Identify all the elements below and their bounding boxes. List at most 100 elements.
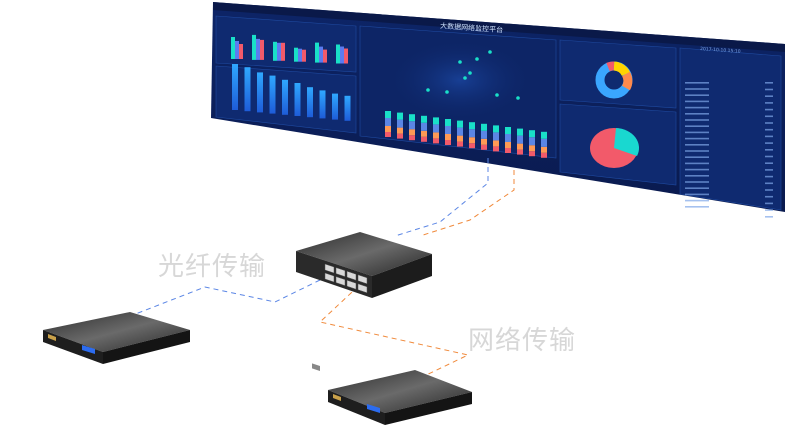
region-stacked-bars xyxy=(385,111,547,158)
region-bar-segment xyxy=(457,141,463,147)
region-bar-segment xyxy=(493,132,499,141)
region-bar-segment xyxy=(493,140,499,147)
order-bar xyxy=(256,38,260,60)
order-bar xyxy=(277,42,281,61)
map-globe xyxy=(380,35,540,125)
receiver-top xyxy=(328,370,472,413)
sfp-port xyxy=(312,363,320,371)
keyword-row xyxy=(685,100,709,103)
map-marker xyxy=(468,71,472,75)
switch-side xyxy=(372,254,432,298)
dashboard-title: 大数据网络监控平台 xyxy=(440,21,503,34)
donut-chart xyxy=(595,61,633,99)
region-bar-segment xyxy=(529,130,535,138)
region-bar-segment xyxy=(421,130,427,137)
keyword-row xyxy=(685,94,709,96)
keyword-count xyxy=(765,115,773,118)
region-bar-segment xyxy=(541,146,547,153)
region-bar-segment xyxy=(385,126,391,132)
switch-top xyxy=(296,232,432,276)
keyword-row xyxy=(685,106,709,109)
receiver-display xyxy=(367,404,380,413)
region-bar-segment xyxy=(409,114,415,122)
region-bar-segment xyxy=(505,148,511,153)
receiver-top xyxy=(43,312,190,352)
keyword-count xyxy=(765,209,773,211)
map-markers xyxy=(426,50,520,100)
keyword-row xyxy=(685,181,709,183)
keyword-count xyxy=(765,189,773,191)
pie-slice-done xyxy=(614,128,640,156)
fiber-transmission-label: 光纤传输 xyxy=(158,252,267,282)
keyword-count xyxy=(765,216,773,218)
region-bar-segment xyxy=(493,146,499,152)
keyword-count xyxy=(765,182,773,185)
keyword-count xyxy=(765,195,773,198)
switch-ports xyxy=(324,263,368,294)
order-bar xyxy=(340,46,344,64)
ethernet-port xyxy=(357,274,368,285)
ethernet-port xyxy=(324,272,335,283)
region-bar-segment xyxy=(481,130,487,139)
business-bar xyxy=(319,90,326,119)
map-marker xyxy=(458,60,462,64)
keyword-row xyxy=(685,144,709,146)
order-bar xyxy=(319,46,323,63)
donut-slice-severe xyxy=(606,61,615,72)
region-bar-segment xyxy=(469,137,475,144)
keyword-row xyxy=(685,113,709,115)
order-bar xyxy=(336,44,340,64)
keyword-row xyxy=(685,125,709,127)
keyword-count xyxy=(765,175,773,178)
order-bar xyxy=(281,42,285,61)
region-bar-segment xyxy=(481,123,487,131)
receiver-logo xyxy=(48,334,56,341)
keyword-count xyxy=(765,135,773,138)
map-marker xyxy=(475,57,479,61)
receiver-front xyxy=(328,390,385,425)
keyword-count xyxy=(765,95,773,97)
region-bar-segment xyxy=(541,152,547,158)
region-bar-segment xyxy=(385,132,391,137)
order-bar xyxy=(302,49,306,62)
region-bar-segment xyxy=(421,122,427,131)
region-bar-segment xyxy=(397,133,403,139)
keyword-row xyxy=(685,175,709,177)
keyword-row xyxy=(685,119,709,121)
business-bar xyxy=(282,79,288,115)
map-marker xyxy=(463,76,467,80)
panel-donut xyxy=(559,39,677,109)
region-bar-segment xyxy=(529,145,535,152)
region-bar-segment xyxy=(433,124,439,133)
receiver-display xyxy=(82,345,95,354)
region-bar-segment xyxy=(409,121,415,130)
order-bar xyxy=(260,39,264,60)
region-bar-segment xyxy=(421,136,427,142)
region-bar-segment xyxy=(505,127,511,134)
network-line-receiver xyxy=(318,279,470,379)
dashboard-timestamp: 2017-10-10 15:10 xyxy=(700,46,741,55)
region-bar-segment xyxy=(445,126,451,134)
region-bar-segment xyxy=(481,138,487,145)
region-bar-segment xyxy=(505,142,511,148)
business-bar xyxy=(257,72,263,113)
map-marker xyxy=(516,96,520,100)
keyword-count xyxy=(765,108,773,111)
region-bar-segment xyxy=(409,135,415,141)
fiber-receiver-box xyxy=(43,312,190,364)
region-bar-segment xyxy=(541,131,547,139)
fiber-connections xyxy=(119,158,489,321)
keyword-row xyxy=(685,137,709,140)
order-bar xyxy=(239,44,243,59)
order-bar xyxy=(235,41,239,59)
keyword-row xyxy=(685,150,709,152)
network-receiver-box xyxy=(328,370,472,425)
order-bar xyxy=(323,49,327,63)
keyword-count xyxy=(765,155,773,158)
order-bar xyxy=(294,47,298,62)
region-bar-segment xyxy=(457,120,463,128)
business-bar xyxy=(232,64,238,110)
region-bar-segment xyxy=(517,143,523,150)
pie-chart xyxy=(590,128,640,168)
